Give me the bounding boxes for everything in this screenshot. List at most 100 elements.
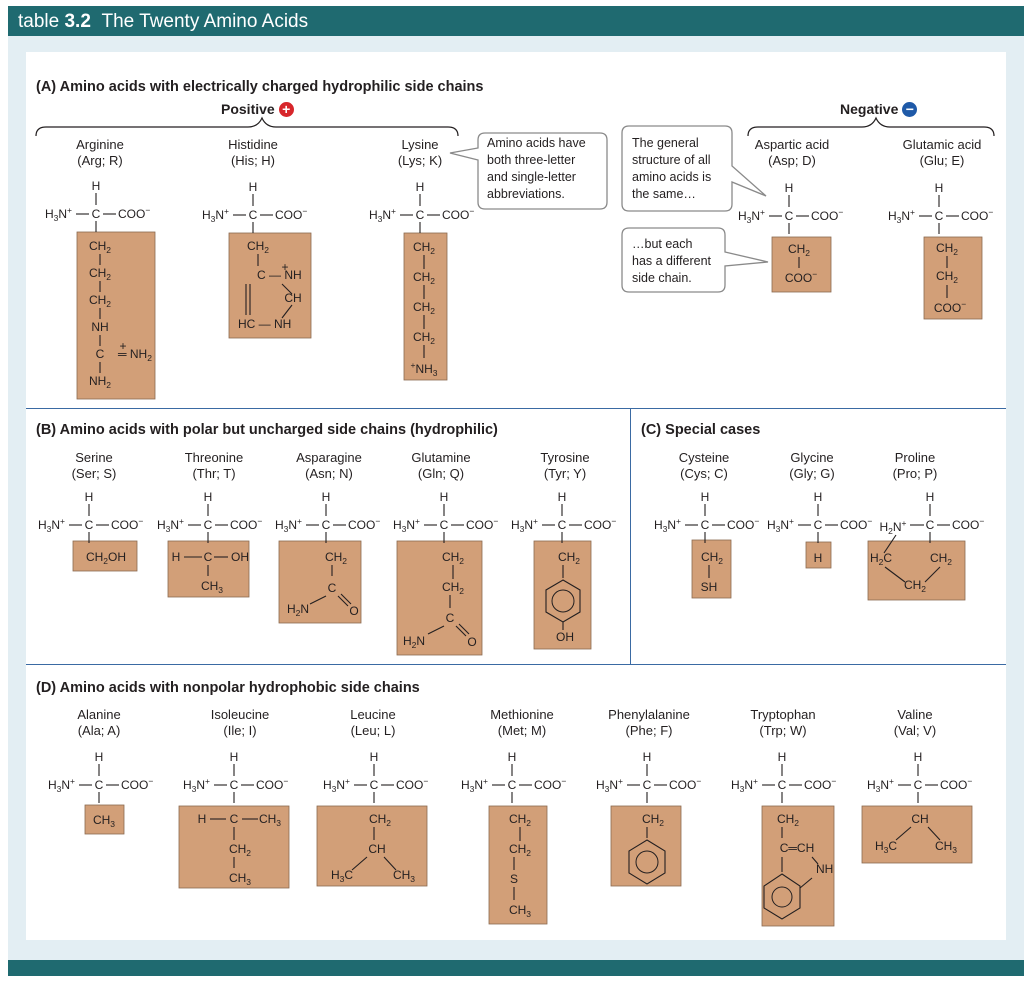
- alpha-carbon: C: [92, 207, 101, 221]
- alpha-hydrogen: H: [914, 750, 923, 764]
- alpha-hydrogen: H: [92, 179, 101, 193]
- chain-atom: C: [204, 550, 213, 564]
- title-text: The Twenty Amino Acids: [101, 11, 309, 32]
- aa-name: Alanine: [77, 707, 121, 722]
- carboxyl-group: COO−: [466, 516, 498, 532]
- chain-atom: CH2: [89, 239, 111, 255]
- bond-line: [281, 283, 293, 295]
- methyl-group: CH3: [393, 868, 415, 884]
- sulfur-atom: S: [510, 872, 518, 886]
- hydroxyl-group: OH: [231, 550, 249, 564]
- amide-oxygen: O: [467, 635, 476, 649]
- amino-group: H3N+: [275, 516, 302, 534]
- alpha-hydrogen: H: [508, 750, 517, 764]
- title-prefix: table: [18, 11, 60, 32]
- carboxyl-group: COO−: [111, 516, 143, 532]
- serine-side-chain: [72, 540, 138, 572]
- chain-atom: CH2: [936, 241, 958, 257]
- valine-label: Valine(Val; V): [845, 707, 985, 739]
- alpha-carbon: C: [935, 209, 944, 223]
- chain-atom: CH2: [558, 550, 580, 566]
- carboxyl-group: COO−: [118, 205, 150, 221]
- callout-line: abbreviations.: [487, 187, 565, 201]
- chain-atom: CH2: [701, 550, 723, 566]
- aa-abbr: (Ile; I): [223, 723, 257, 738]
- bond-line: [455, 625, 467, 637]
- threonine-label: Threonine(Thr; T): [144, 450, 284, 482]
- chain-atom: CH2: [509, 842, 531, 858]
- table-title: table 3.2 The Twenty Amino Acids: [18, 11, 308, 33]
- chain-atom: CH2: [936, 269, 958, 285]
- methyl-group: CH3: [201, 579, 223, 595]
- chain-atom: CH2: [229, 842, 251, 858]
- alpha-carbon: C: [85, 518, 94, 532]
- chain-atom: H: [814, 551, 823, 565]
- alpha-carbon: C: [249, 208, 258, 222]
- carboxyl-group: COO−: [256, 776, 288, 792]
- alpha-carbon: C: [558, 518, 567, 532]
- amino-group: H3N+: [183, 776, 210, 794]
- amide-nitrogen: H2N: [287, 602, 309, 618]
- divider-bc-d: [26, 664, 1006, 665]
- bond-line: [281, 304, 293, 319]
- carboxyl-group: COO−: [952, 516, 984, 532]
- callout-line: and single-letter: [487, 170, 576, 184]
- isoleucine-side-chain: [178, 805, 290, 889]
- amino-group: H3N+: [511, 516, 538, 534]
- bond-line: [340, 593, 352, 605]
- alpha-carbon: C: [926, 518, 935, 532]
- methionine-label: Methionine(Met; M): [452, 707, 592, 739]
- alpha-hydrogen: H: [85, 490, 94, 504]
- methyl-group: CH3: [259, 812, 281, 828]
- chain-atom: C: [230, 812, 239, 826]
- carboxyl-group: COO−: [442, 206, 474, 222]
- alpha-hydrogen: H: [701, 490, 710, 504]
- lysine-side-chain: [403, 232, 448, 381]
- title-number: 3.2: [64, 11, 91, 32]
- aa-name: Aspartic acid: [754, 137, 830, 152]
- carboxyl-group: COO−: [534, 776, 566, 792]
- ring-carbon: CH: [284, 291, 301, 305]
- leucine-label: Leucine(Leu; L): [303, 707, 443, 739]
- section-d-heading: (D) Amino acids with nonpolar hydrophobi…: [36, 680, 420, 696]
- aa-abbr: (Asp; D): [768, 153, 816, 168]
- hydroxyl-group: OH: [556, 630, 574, 644]
- histidine-side-chain: [228, 232, 312, 339]
- aa-name: Glutamic acid: [902, 137, 982, 152]
- amino-group: H3N+: [393, 516, 420, 534]
- alpha-hydrogen: H: [95, 750, 104, 764]
- guanidino-group: ═ NH2: [117, 347, 152, 363]
- chain-atom: C: [446, 611, 455, 625]
- arginine-side-chain: [76, 231, 156, 400]
- amino-group: H3N+: [38, 516, 65, 534]
- histidine-label: Histidine(His; H): [183, 137, 323, 169]
- callout-line: side chain.: [632, 271, 692, 285]
- alpha-carbon: C: [416, 208, 425, 222]
- amino-group: H3N+: [738, 207, 765, 225]
- aa-name: Glutamine: [411, 450, 471, 465]
- section-c-heading: (C) Special cases: [641, 422, 761, 438]
- aspartic-acid-label: Aspartic acid(Asp; D): [722, 137, 862, 169]
- chain-atom: CH2: [413, 330, 435, 346]
- bond-line: [383, 856, 397, 871]
- positive-label: Positive: [221, 101, 275, 117]
- ring-carbon: H2C: [870, 551, 892, 567]
- callout-line: has a different: [632, 254, 711, 268]
- section-b-heading: (B) Amino acids with polar but uncharged…: [36, 422, 498, 438]
- carboxyl-group: COO−: [396, 776, 428, 792]
- plus-icon: +: [278, 101, 294, 117]
- chain-atom: CH2: [247, 239, 269, 255]
- title-bar: table 3.2 The Twenty Amino Acids: [8, 6, 1024, 36]
- amino-group: H3N+: [888, 207, 915, 225]
- alpha-carbon: C: [370, 778, 379, 792]
- amino-group: H3N+: [369, 206, 396, 224]
- amide-oxygen: O: [349, 604, 358, 618]
- leucine-side-chain: [316, 805, 428, 887]
- arginine-label: Arginine(Arg; R): [30, 137, 170, 169]
- carboxyl-group: COO−: [230, 516, 262, 532]
- alpha-carbon: C: [508, 778, 517, 792]
- aa-abbr: (Thr; T): [192, 466, 236, 481]
- hydroxymethyl: CH2OH: [86, 550, 126, 566]
- callout-line: both three-letter: [487, 153, 576, 167]
- proline-side-chain: [867, 540, 966, 601]
